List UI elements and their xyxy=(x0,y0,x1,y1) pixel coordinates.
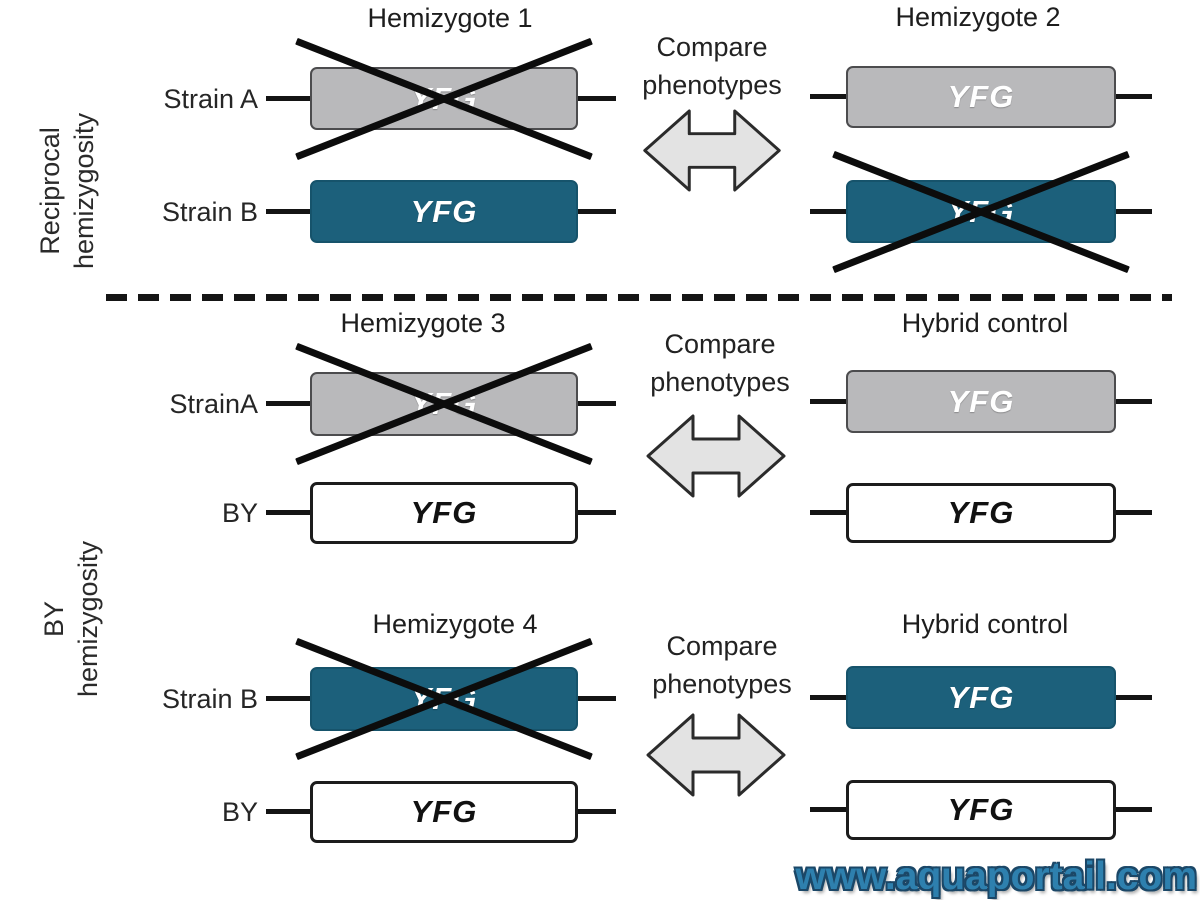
gene-label: YFG xyxy=(947,792,1015,827)
gene-box: YFG xyxy=(846,780,1116,840)
gene-label: YFG xyxy=(947,383,1015,419)
chromosome-line xyxy=(266,510,310,515)
side-label-line: hemizygosity xyxy=(69,112,99,270)
gene-label: YFG xyxy=(410,794,478,829)
chromosome-line xyxy=(810,209,846,214)
chromosome-line xyxy=(810,695,846,700)
chromosome-line xyxy=(578,510,616,515)
chromosome-line xyxy=(578,96,616,101)
watermark: www.aquaportail.com xyxy=(795,855,1197,898)
chromosome-line xyxy=(266,209,310,214)
chromosome-line xyxy=(1116,695,1152,700)
side-label-line: hemizygosity xyxy=(73,540,103,698)
chromosome-line xyxy=(1116,209,1152,214)
double-arrow-icon xyxy=(643,109,781,192)
gene-box: YFG xyxy=(846,180,1116,243)
chromosome-line xyxy=(578,401,616,406)
gene-box: YFG xyxy=(310,372,578,436)
panel-title-hemizygote-1: Hemizygote 1 xyxy=(367,3,533,33)
chromosome-line xyxy=(810,94,846,99)
chromosome-line xyxy=(578,209,616,214)
strain-label: BY xyxy=(221,498,258,528)
chromosome-line xyxy=(266,696,310,701)
compare-phenotypes-label: Compare phenotypes xyxy=(642,32,782,100)
compare-phenotypes-label: Compare phenotypes xyxy=(650,329,790,397)
section-divider xyxy=(106,294,1172,301)
gene-label: YFG xyxy=(410,193,478,229)
panel-title-hemizygote-3: Hemizygote 3 xyxy=(340,308,506,338)
chromosome-line xyxy=(266,96,310,101)
double-arrow-icon xyxy=(646,713,786,797)
gene-box: YFG xyxy=(310,667,578,731)
gene-box: YFG xyxy=(846,483,1116,543)
chromosome-line xyxy=(266,401,310,406)
chromosome-line xyxy=(1116,94,1152,99)
panel-title-hemizygote-4: Hemizygote 4 xyxy=(372,609,538,639)
strain-label: Strain B xyxy=(161,197,258,227)
chromosome-line xyxy=(1116,399,1152,404)
gene-box: YFG xyxy=(310,781,578,843)
gene-label: YFG xyxy=(947,679,1015,715)
panel-title-hybrid-control-bottom: Hybrid control xyxy=(901,609,1069,639)
chromosome-line xyxy=(578,809,616,814)
panel-title-hybrid-control-top: Hybrid control xyxy=(901,308,1069,338)
chromosome-line xyxy=(1116,510,1152,515)
gene-box: YFG xyxy=(846,666,1116,729)
gene-box: YFG xyxy=(310,180,578,243)
chromosome-line xyxy=(266,809,310,814)
chromosome-line xyxy=(810,399,846,404)
compare-phenotypes-label: Compare phenotypes xyxy=(652,631,792,699)
side-label-reciprocal-hemizygosity: Reciprocal hemizygosity xyxy=(33,81,103,301)
gene-label: YFG xyxy=(947,79,1015,114)
gene-label: YFG xyxy=(410,386,478,421)
gene-label: YFG xyxy=(947,193,1015,229)
panel-title-hemizygote-2: Hemizygote 2 xyxy=(895,2,1061,32)
chromosome-line xyxy=(810,510,846,515)
gene-label: YFG xyxy=(410,80,478,116)
gene-label: YFG xyxy=(947,495,1015,530)
strain-label: Strain B xyxy=(161,684,258,714)
gene-box: YFG xyxy=(310,67,578,130)
side-label-line: BY xyxy=(39,600,69,638)
gene-label: YFG xyxy=(410,495,478,530)
strain-label: BY xyxy=(221,797,258,827)
gene-box: YFG xyxy=(310,482,578,544)
chromosome-line xyxy=(578,696,616,701)
chromosome-line xyxy=(1116,807,1152,812)
side-label-by-hemizygosity: BY hemizygosity xyxy=(37,509,107,729)
gene-box: YFG xyxy=(846,370,1116,433)
chromosome-line xyxy=(810,807,846,812)
double-arrow-icon xyxy=(646,414,786,498)
strain-label: Strain A xyxy=(163,84,258,114)
side-label-line: Reciprocal xyxy=(35,127,65,255)
strain-label: StrainA xyxy=(169,389,258,419)
gene-label: YFG xyxy=(410,681,478,716)
gene-box: YFG xyxy=(846,66,1116,128)
